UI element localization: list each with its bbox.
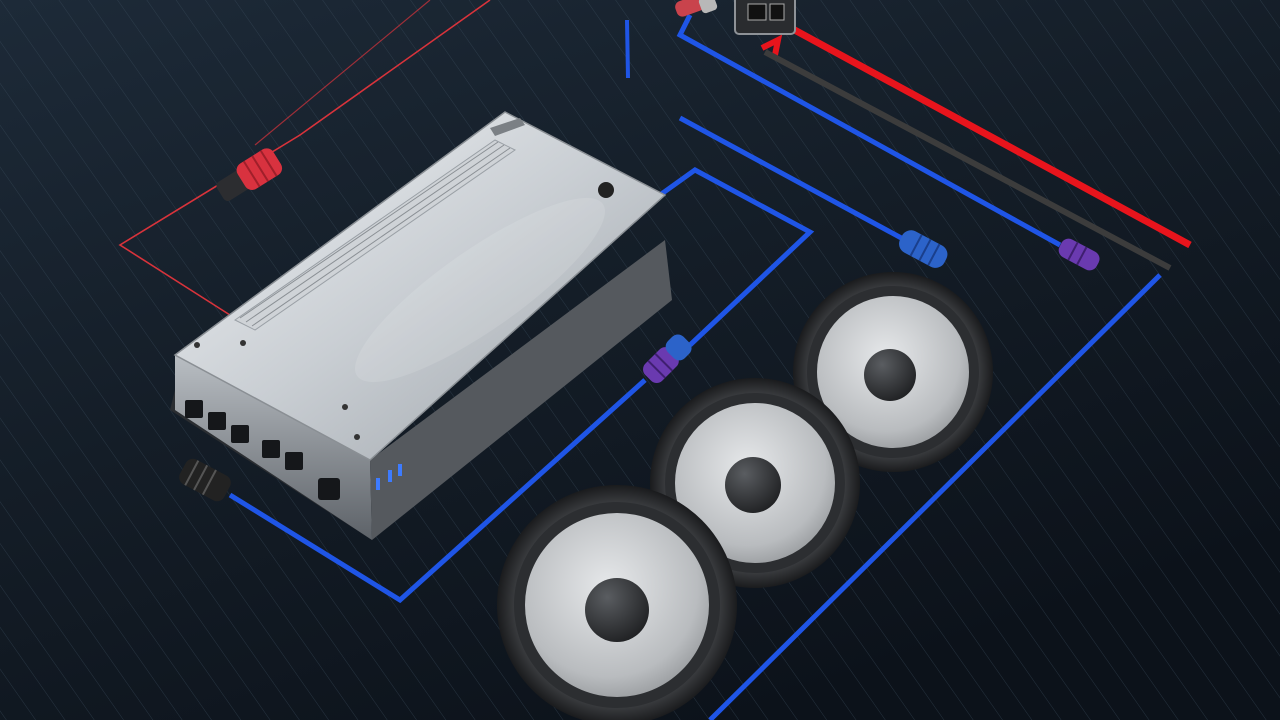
speaker-wire-right [708,273,1162,720]
amplifier-terminals [185,400,340,500]
speaker-wire-mid [678,115,907,243]
speaker-right-dust-cap [864,349,916,401]
rca-plug-red [216,148,283,201]
speaker-wire-lower [228,378,647,604]
amplifier-logo-icon [598,182,614,198]
speaker-right [793,272,993,472]
speaker-left-dust-cap [585,578,649,642]
connector-purple-right [1058,238,1100,271]
speaker-wire-top [676,13,1062,248]
speaker-left [497,485,737,720]
rca-plug-black [179,458,231,502]
speaker-wire-small [625,19,630,79]
amplifier-heatsink-ribs [234,139,516,331]
amplifier-top [173,111,667,461]
speaker-middle [650,378,860,588]
power-wire-outer [760,34,783,56]
speaker-middle-dust-cap [725,457,781,513]
connector-blue-top [899,230,948,268]
fuse-block [734,0,796,35]
thin-red-wire [118,0,491,316]
ground-wire [763,49,1172,271]
speaker-wire-loop [658,167,815,347]
connector-purple-mid [643,334,692,383]
input-plug-top [675,0,718,17]
amplifier-right-side [370,240,672,540]
amplifier [170,111,672,540]
amplifier-led-indicators [376,464,402,490]
thin-red-wire-upper [254,0,431,146]
